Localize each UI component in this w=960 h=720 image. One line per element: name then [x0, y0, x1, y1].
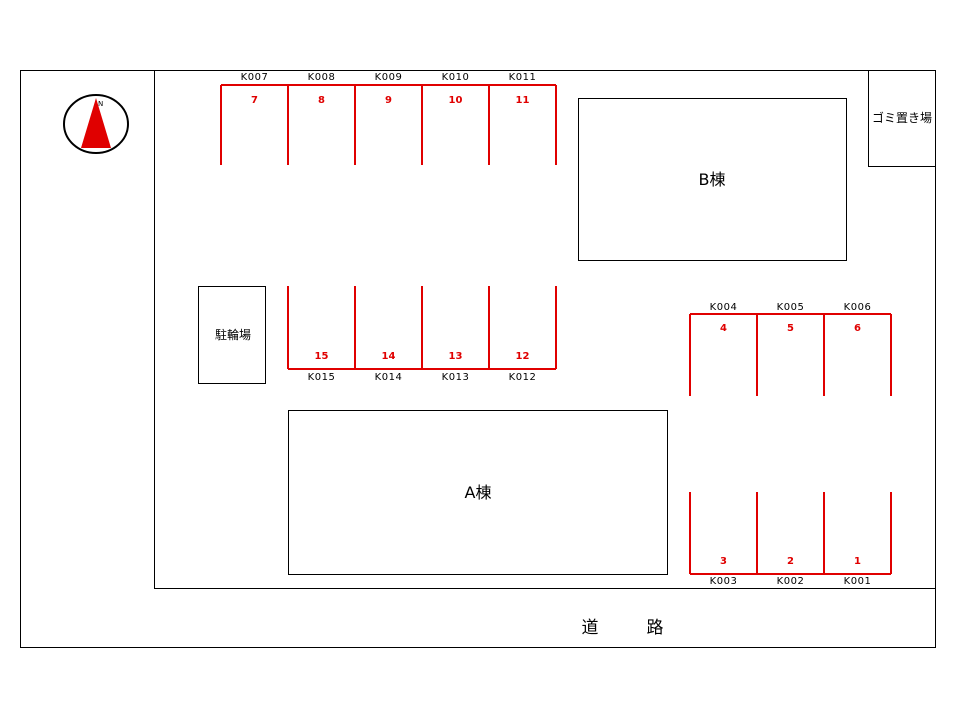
parking-space-number: 15 [315, 351, 329, 362]
parking-space-number: 3 [720, 556, 727, 567]
garbage-area-label: ゴミ置き場 [872, 110, 932, 125]
parking-space-number: 1 [854, 556, 861, 567]
road-label-2: 路 [647, 618, 664, 638]
parking-space-code: K002 [777, 576, 805, 587]
parking-space-number: 11 [516, 95, 530, 106]
parking-space-number: 13 [449, 351, 463, 362]
compass-icon: N [63, 94, 129, 154]
parking-space-number: 8 [318, 95, 325, 106]
parking-space-number: 5 [787, 323, 794, 334]
parking-space-code: K001 [844, 576, 872, 587]
parking-space-number: 4 [720, 323, 727, 334]
parking-space-number: 12 [516, 351, 530, 362]
property-boundary [154, 70, 936, 589]
parking-space-code: K007 [241, 72, 269, 83]
bicycle-parking-label: 駐輪場 [215, 327, 251, 342]
parking-space-number: 9 [385, 95, 392, 106]
parking-space-code: K015 [308, 372, 336, 383]
parking-row-right-upper: 4 K004 5 K005 6 K006 [689, 302, 892, 396]
parking-space-number: 14 [382, 351, 396, 362]
parking-space-number: 7 [251, 95, 258, 106]
parking-space-code: K012 [509, 372, 537, 383]
parking-space-code: K008 [308, 72, 336, 83]
parking-space-code: K006 [844, 302, 872, 313]
parking-space-code: K004 [710, 302, 738, 313]
building-b-label: B棟 [699, 170, 726, 189]
garbage-area [868, 70, 936, 167]
parking-space-code: K009 [375, 72, 403, 83]
parking-space-number: 10 [449, 95, 463, 106]
bicycle-parking [198, 286, 266, 384]
parking-row-top-left: 7 K007 8 K008 9 K009 10 K010 11 K011 [220, 72, 557, 165]
parking-space-code: K005 [777, 302, 805, 313]
road-label-1: 道 [582, 618, 599, 638]
parking-space-code: K010 [442, 72, 470, 83]
parking-space-number: 2 [787, 556, 794, 567]
parking-space-code: K014 [375, 372, 403, 383]
parking-space-code: K003 [710, 576, 738, 587]
outer-border [20, 70, 936, 648]
parking-space-code: K011 [509, 72, 537, 83]
building-a-label: A棟 [465, 483, 492, 502]
parking-space-number: 6 [854, 323, 861, 334]
compass-north-label: N [98, 100, 103, 108]
parking-space-code: K013 [442, 372, 470, 383]
building-b [578, 98, 847, 261]
building-a [288, 410, 668, 575]
